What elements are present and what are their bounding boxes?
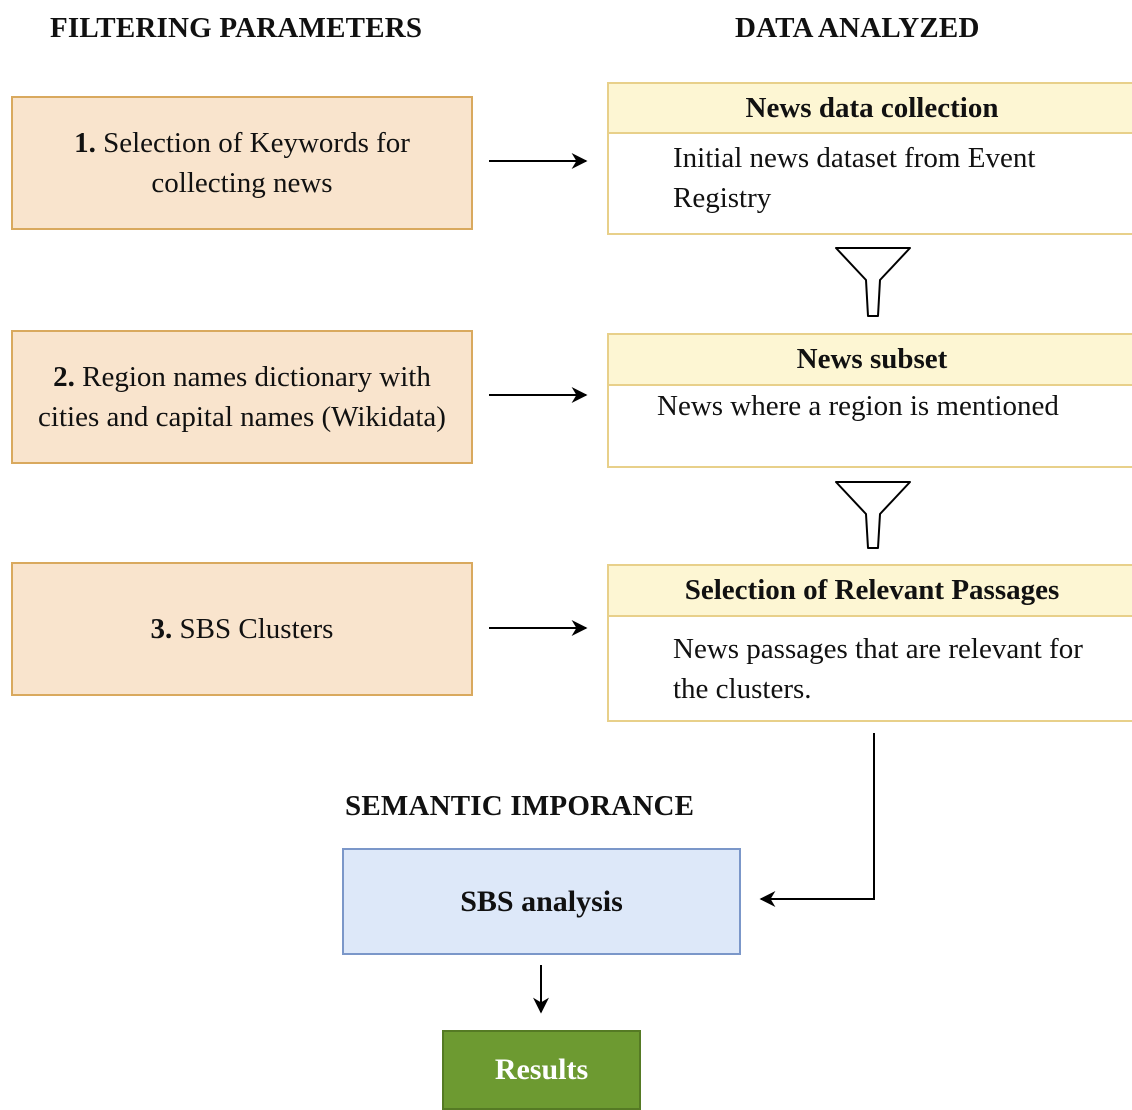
results-box: Results — [442, 1030, 641, 1110]
param-text-region-dictionary: 2. Region names dictionary with cities a… — [27, 357, 457, 437]
filter-funnel-icon — [835, 247, 911, 317]
param-number-3: 3. — [150, 613, 173, 645]
param-number-1: 1. — [74, 127, 96, 159]
param-text-sbs-clusters: 3. SBS Clusters — [151, 609, 334, 649]
data-box-title-news-collection: News data collection — [609, 84, 1132, 134]
data-box-body-relevant-passages: News passages that are relevant for the … — [673, 633, 1083, 705]
data-box-news-collection: News data collection Initial news datase… — [607, 82, 1132, 235]
sbs-analysis-label: SBS analysis — [460, 884, 623, 918]
param-label-sbs-clusters: SBS Clusters — [172, 613, 334, 645]
param-box-keywords: 1. Selection of Keywords for collecting … — [11, 96, 473, 230]
data-box-relevant-passages: Selection of Relevant Passages News pass… — [607, 564, 1132, 722]
param-box-region-dictionary: 2. Region names dictionary with cities a… — [11, 330, 473, 464]
data-box-body-news-collection: Initial news dataset from Event Registry — [673, 142, 1036, 214]
data-analyzed-heading: DATA ANALYZED — [735, 12, 980, 44]
filtering-parameters-heading: FILTERING PARAMETERS — [50, 12, 423, 44]
filter-funnel-icon — [835, 481, 911, 549]
param-label-region-dictionary: Region names dictionary with cities and … — [38, 361, 446, 433]
param-number-2: 2. — [53, 361, 75, 393]
arrow-passages-to-analysis — [759, 733, 875, 907]
data-box-news-subset: News subset News where a region is menti… — [607, 333, 1132, 468]
param-label-keywords: Selection of Keywords for collecting new… — [95, 127, 410, 199]
data-box-body-news-subset: News where a region is mentioned — [657, 390, 1059, 422]
data-box-title-relevant-passages: Selection of Relevant Passages — [609, 566, 1132, 617]
semantic-importance-heading: SEMANTIC IMPORANCE — [345, 790, 695, 822]
sbs-analysis-box: SBS analysis — [342, 848, 741, 955]
param-box-sbs-clusters: 3. SBS Clusters — [11, 562, 473, 696]
data-box-title-news-subset: News subset — [609, 335, 1132, 386]
results-label: Results — [494, 1053, 589, 1086]
param-text-keywords: 1. Selection of Keywords for collecting … — [27, 123, 457, 203]
